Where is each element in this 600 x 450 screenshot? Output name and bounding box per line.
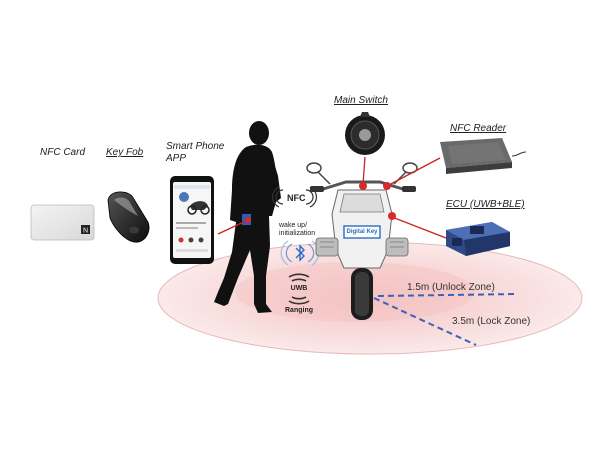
main-switch-label: Main Switch xyxy=(334,95,388,106)
uwb-signal-icon xyxy=(288,273,310,305)
key-fob-icon xyxy=(107,191,150,243)
ranging-label: Ranging xyxy=(285,307,313,314)
motorcycle-icon xyxy=(306,162,418,320)
nfc-card-label: NFC Card xyxy=(40,147,86,158)
zone-range-lines xyxy=(373,293,519,346)
nfc-card-icon: N xyxy=(30,204,95,241)
nfc-reader-icon xyxy=(440,138,527,174)
digital-key-label: Digital Key xyxy=(346,229,378,235)
nfc-signal-label: NFC xyxy=(287,193,306,203)
nfc-reader-label: NFC Reader xyxy=(450,123,507,134)
key-fob-label: Key Fob xyxy=(106,147,144,158)
lock-zone-label: 3.5m (Lock Zone) xyxy=(452,316,531,327)
smart-phone-label: Smart Phone xyxy=(166,141,225,152)
uwb-label: UWB xyxy=(290,285,308,292)
app-label: APP xyxy=(166,153,187,164)
unlock-zone-label: 1.5m (Unlock Zone) xyxy=(407,282,495,293)
svg-text:N: N xyxy=(83,228,88,235)
main-switch-icon xyxy=(345,112,385,155)
smartphone-icon xyxy=(170,176,214,264)
wake-up-label: wake up/ xyxy=(279,222,308,229)
connector-dots xyxy=(245,182,396,223)
ecu-module-icon xyxy=(446,222,510,256)
connector-lines xyxy=(217,156,447,239)
initialization-label: initialization xyxy=(279,230,316,237)
ecu-label: ECU (UWB+BLE) xyxy=(446,199,525,210)
